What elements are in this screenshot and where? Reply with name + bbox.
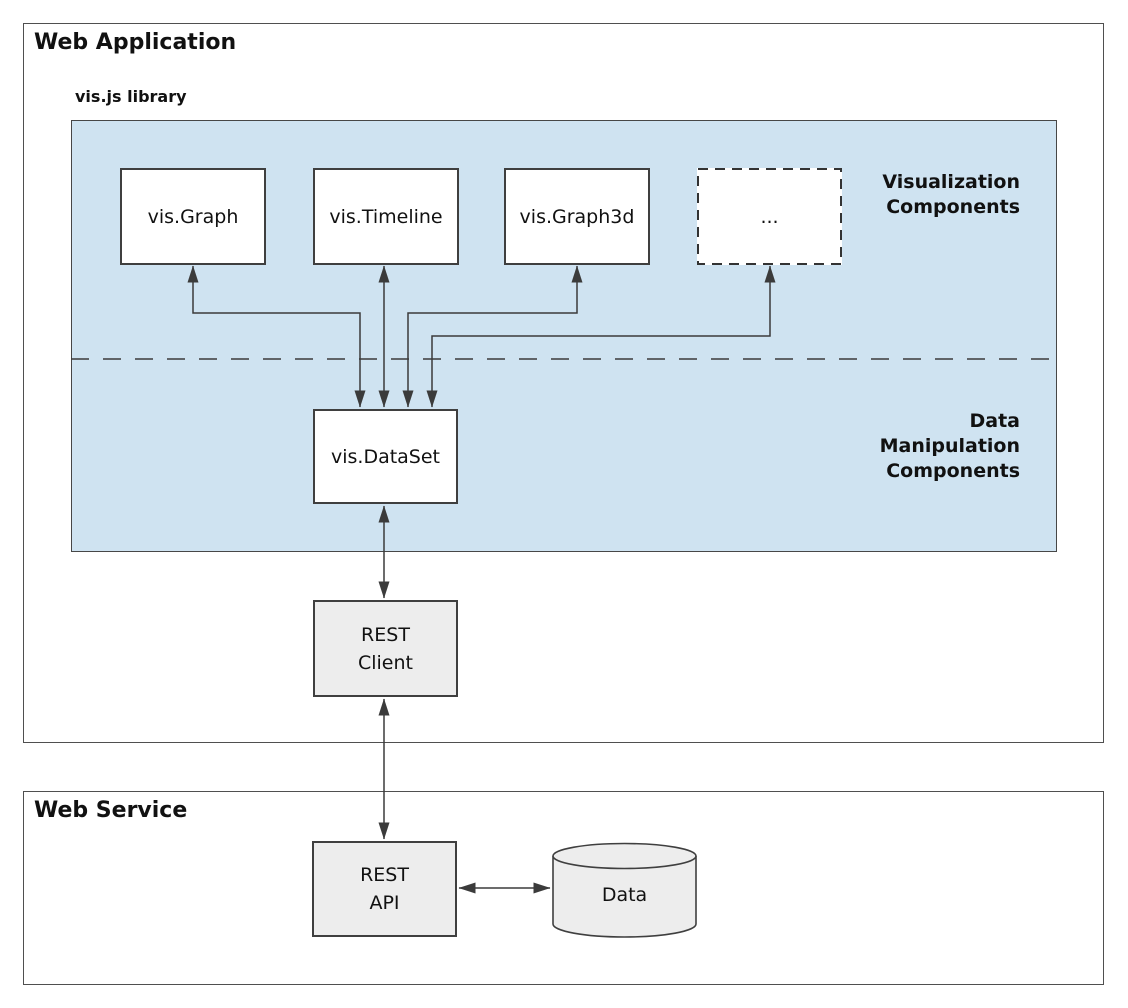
box-vis-graph: vis.Graph <box>120 168 266 265</box>
box-rest-client-line1: REST <box>361 623 410 646</box>
data-manipulation-label-line1: Data <box>969 410 1021 432</box>
box-vis-graph3d-label: vis.Graph3d <box>519 205 635 228</box>
box-rest-api-line2: API <box>369 892 400 914</box>
box-vis-graph3d: vis.Graph3d <box>504 168 650 265</box>
data-manipulation-label-line2: Manipulation <box>879 435 1020 457</box>
data-manipulation-label-line3: Components <box>886 460 1020 482</box>
box-rest-client: REST Client <box>313 600 458 697</box>
box-vis-timeline: vis.Timeline <box>313 168 459 265</box>
data-cylinder-label-text: Data <box>601 884 648 906</box>
visualization-components-label-line1: Visualization <box>882 171 1020 193</box>
data-manipulation-components-label: Data Manipulation Components <box>820 409 1020 484</box>
box-rest-client-line2: Client <box>357 651 413 674</box>
data-cylinder <box>552 842 697 938</box>
visjs-library-label: vis.js library <box>75 87 187 106</box>
box-ellipsis-label: ... <box>760 205 779 228</box>
box-vis-graph-label: vis.Graph <box>147 205 239 228</box>
web-service-title: Web Service <box>34 798 188 823</box>
box-vis-dataset: vis.DataSet <box>313 409 458 504</box>
visualization-components-label: Visualization Components <box>820 170 1020 220</box>
box-vis-dataset-label: vis.DataSet <box>330 445 441 468</box>
data-cylinder-label: Data <box>552 842 697 938</box>
box-rest-api-line1: REST <box>360 864 409 886</box>
data-cylinder-shape <box>552 842 697 938</box>
box-rest-api: REST API <box>312 841 457 937</box>
web-application-title: Web Application <box>34 30 237 55</box>
visualization-components-label-line2: Components <box>886 196 1020 218</box>
box-vis-timeline-label: vis.Timeline <box>329 205 443 228</box>
